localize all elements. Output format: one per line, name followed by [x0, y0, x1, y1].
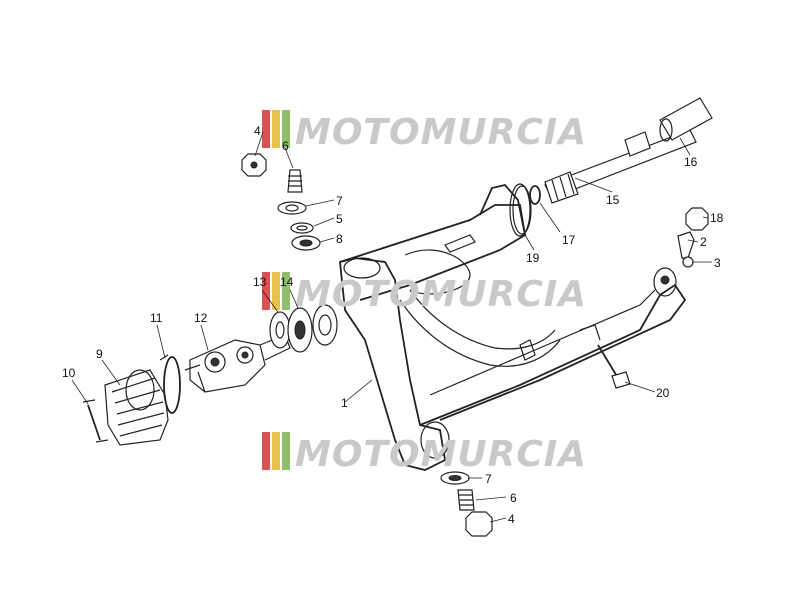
label-part-11: 11 [150, 311, 163, 325]
label-part-7-bottom: 7 [485, 472, 492, 486]
watermark-stripe [282, 432, 290, 470]
watermark-top: MOTOMURCIA [262, 110, 587, 153]
watermark-stripe [272, 110, 280, 148]
top-pivot-stack [241, 153, 321, 251]
label-part-17: 17 [562, 233, 576, 247]
label-part-18: 18 [710, 211, 724, 225]
label-part-6-top: 6 [282, 139, 289, 153]
watermark-text: MOTOMURCIA [295, 112, 587, 153]
label-part-14: 14 [280, 275, 294, 289]
watermark-text: MOTOMURCIA [295, 274, 587, 315]
bottom-pivot-stack [440, 471, 493, 537]
shaft-sleeve [659, 97, 713, 142]
leader-lines [71, 131, 712, 523]
label-part-6-bottom: 6 [510, 491, 517, 505]
label-part-9: 9 [96, 347, 103, 361]
watermark-stripe [272, 432, 280, 470]
part-labels: 1 2 3 4 4 5 6 6 7 7 8 9 10 11 12 13 14 1… [62, 124, 724, 526]
watermark-bottom: MOTOMURCIA [262, 432, 587, 475]
watermark-stripe [262, 272, 270, 310]
watermark-stripe [282, 110, 290, 148]
universal-joint [184, 334, 291, 393]
label-part-19: 19 [526, 251, 540, 265]
watermark-text: MOTOMURCIA [295, 434, 587, 475]
label-part-7-top: 7 [336, 194, 343, 208]
axle-hardware [677, 207, 709, 268]
input-bearings [269, 304, 338, 353]
label-part-15: 15 [606, 193, 620, 207]
label-part-5: 5 [336, 212, 343, 226]
swingarm-body [339, 183, 687, 471]
label-part-13: 13 [253, 275, 267, 289]
watermark-middle: MOTOMURCIA [262, 272, 587, 315]
label-part-4-top: 4 [254, 124, 261, 138]
label-part-12: 12 [194, 311, 208, 325]
watermark-stripe [282, 272, 290, 310]
label-part-20: 20 [656, 386, 670, 400]
label-part-4-bottom: 4 [508, 512, 515, 526]
label-part-16: 16 [684, 155, 698, 169]
label-part-1: 1 [341, 396, 348, 410]
retaining-rings [512, 185, 541, 235]
label-part-10: 10 [62, 366, 76, 380]
label-part-2: 2 [700, 235, 707, 249]
bellows-boot [82, 354, 181, 446]
label-part-8: 8 [336, 232, 343, 246]
bolt-20 [597, 344, 631, 389]
watermark-stripe [262, 432, 270, 470]
label-part-3: 3 [714, 256, 721, 270]
watermark-stripe [262, 110, 270, 148]
watermark-stripe [272, 272, 280, 310]
